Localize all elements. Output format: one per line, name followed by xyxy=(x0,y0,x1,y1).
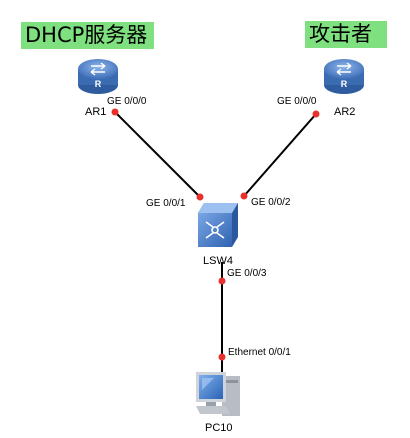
port-label-pc10-eth001: Ethernet 0/0/1 xyxy=(228,347,291,358)
port-dot-lsw4-ge003[interactable] xyxy=(218,277,226,285)
device-label-ar1: AR1 xyxy=(85,106,107,118)
port-label-lsw4-ge003: GE 0/0/3 xyxy=(227,268,267,279)
port-dot-pc10-eth001[interactable] xyxy=(218,353,226,361)
port-label-ar1-ge000: GE 0/0/0 xyxy=(107,96,147,107)
router-icon[interactable]: R xyxy=(324,59,364,94)
device-label-ar2: AR2 xyxy=(334,106,356,118)
device-label-pc10: PC10 xyxy=(205,422,233,434)
device-label-lsw4: LSW4 xyxy=(203,255,233,267)
pc-icon[interactable] xyxy=(196,372,240,416)
role-badge-attacker: 攻击者 xyxy=(305,21,387,48)
svg-text:R: R xyxy=(341,79,348,89)
port-label-lsw4-ge001: GE 0/0/1 xyxy=(146,198,186,209)
port-dot-lsw4-ge002[interactable] xyxy=(240,192,248,200)
link-ar2-lsw4 xyxy=(243,113,317,197)
svg-text:R: R xyxy=(95,79,102,89)
port-dot-lsw4-ge001[interactable] xyxy=(196,193,204,201)
port-label-ar2-ge000: GE 0/0/0 xyxy=(277,96,317,107)
port-dot-ar2-ge000[interactable] xyxy=(312,110,320,118)
switch-icon[interactable] xyxy=(198,203,238,247)
role-badge-dhcp-server: DHCP服务器 xyxy=(21,22,154,49)
port-label-lsw4-ge002: GE 0/0/2 xyxy=(251,197,291,208)
port-dot-ar1-ge000[interactable] xyxy=(111,108,119,116)
router-icon[interactable]: R xyxy=(78,59,118,94)
link-ar1-lsw4 xyxy=(114,111,201,198)
